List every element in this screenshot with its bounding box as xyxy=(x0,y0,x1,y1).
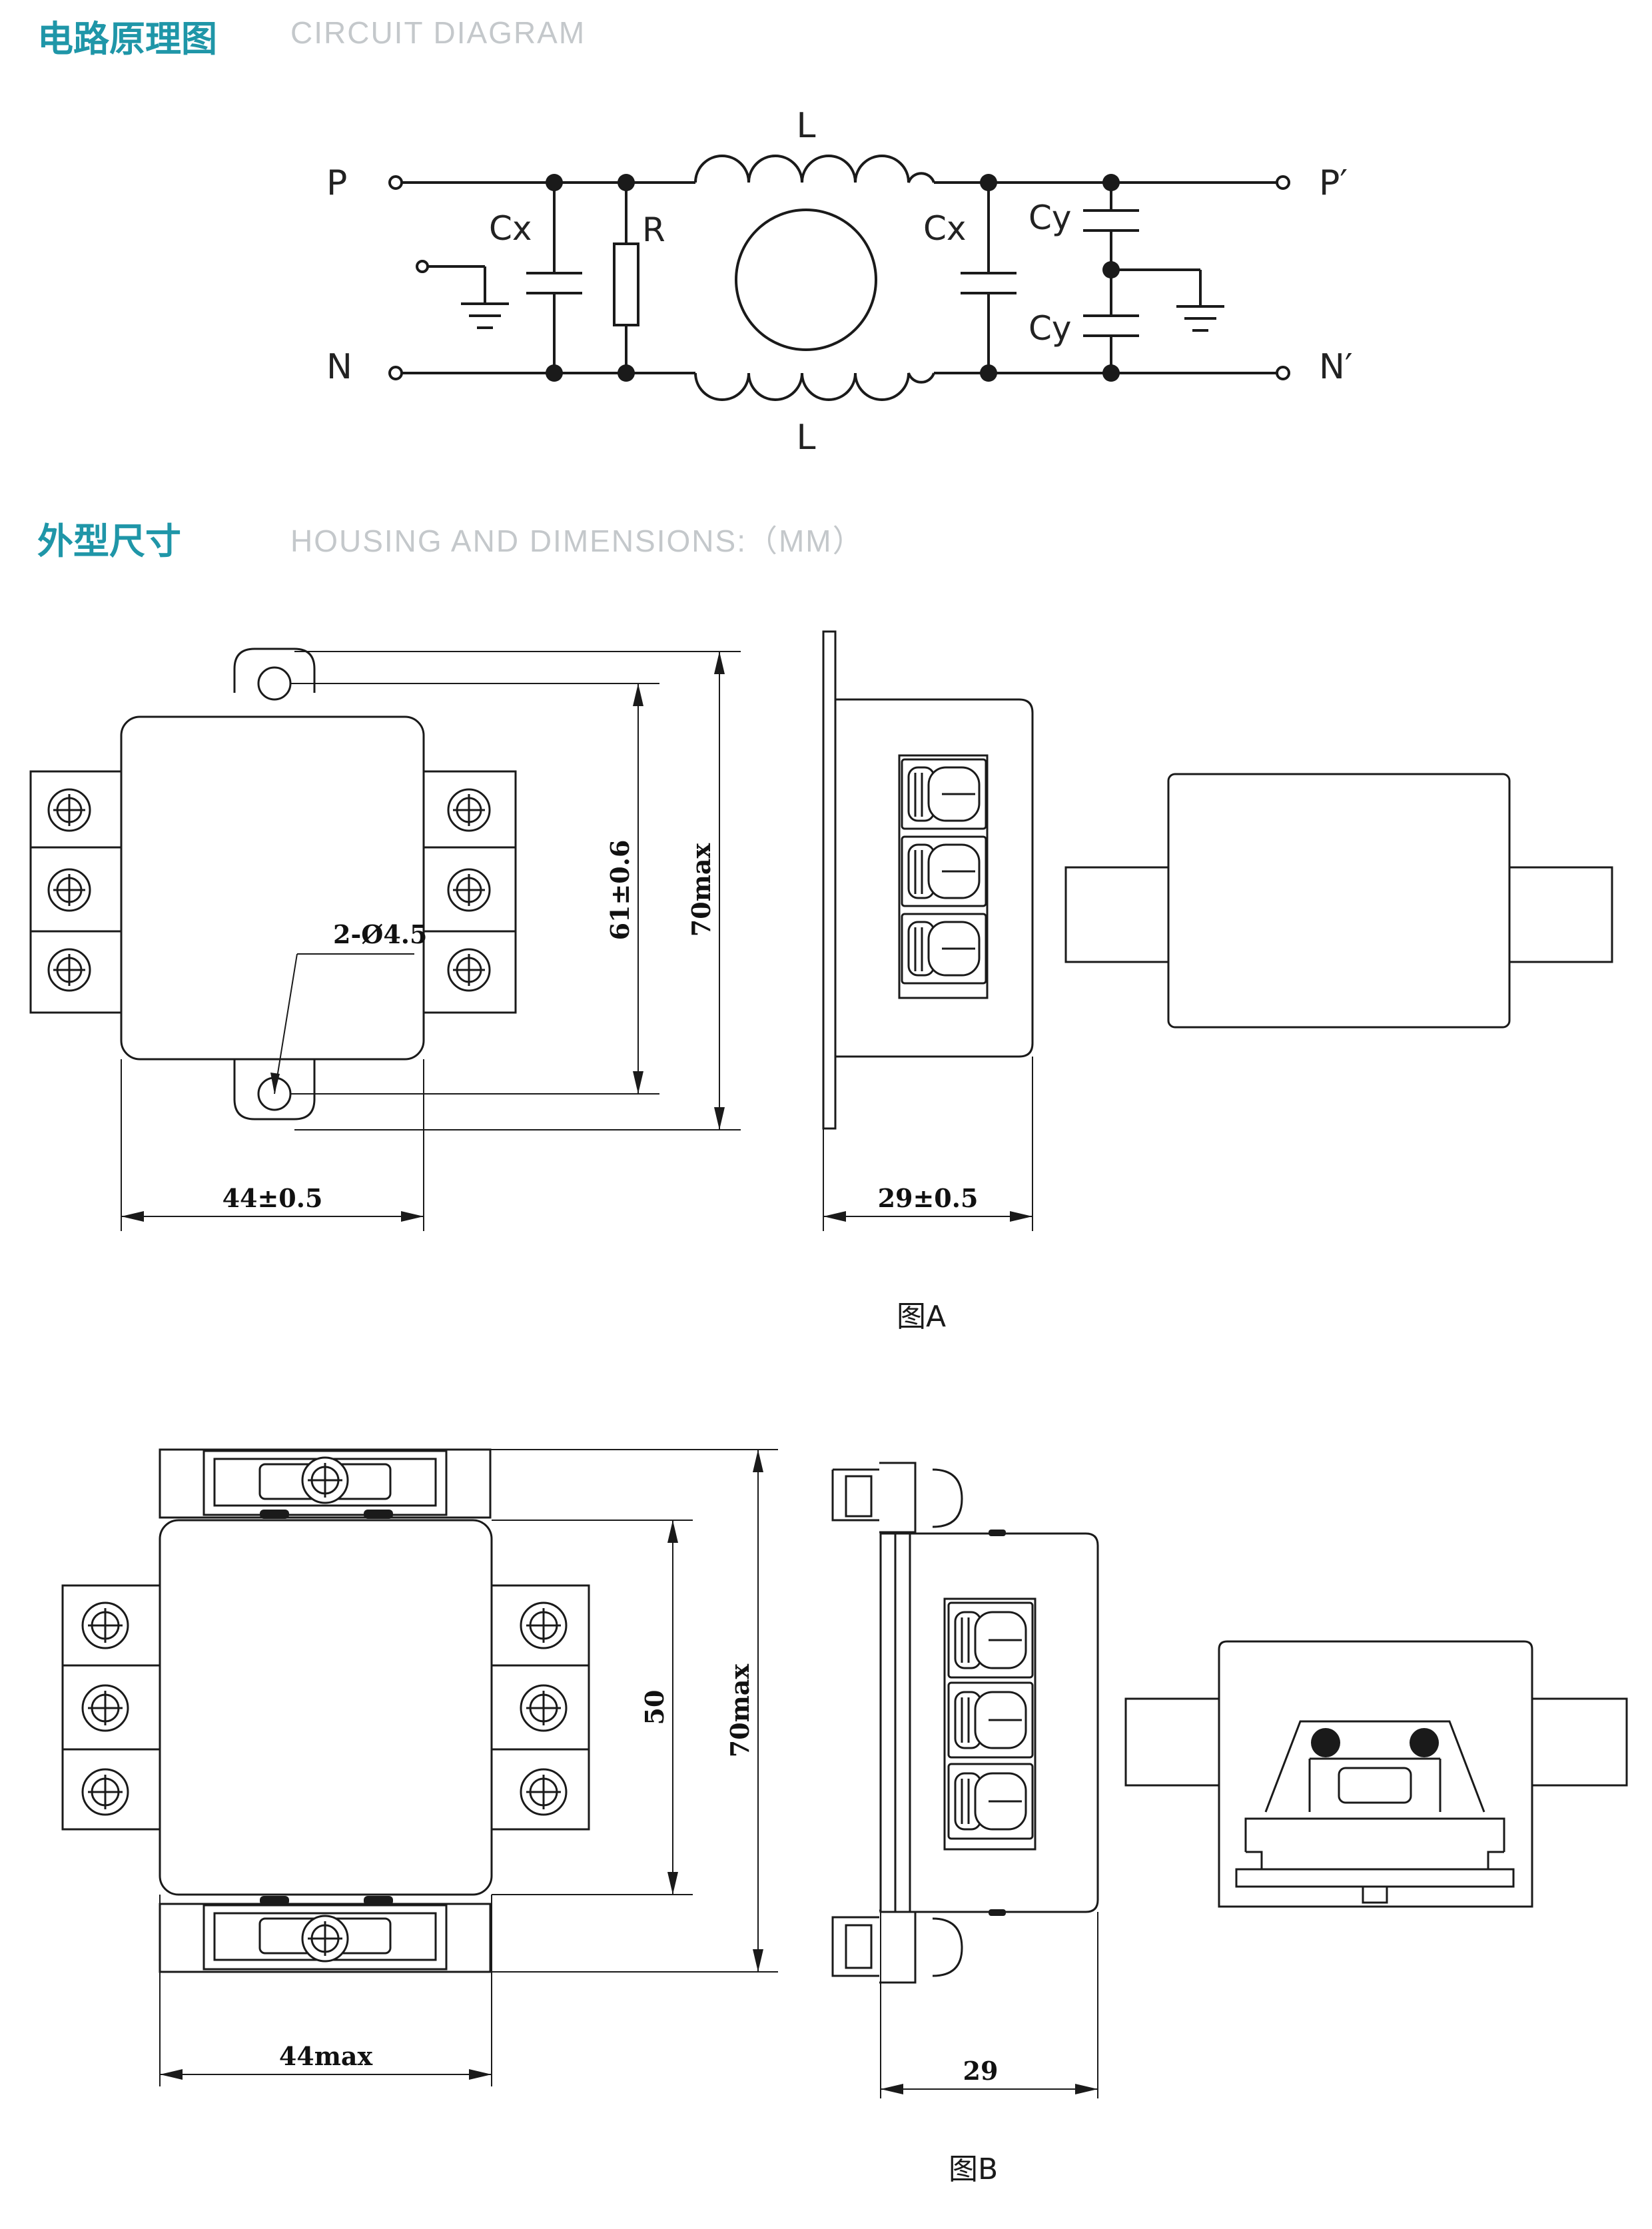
dim-height: 70max xyxy=(686,843,716,937)
section-title-cn: 外型尺寸 xyxy=(37,520,181,562)
terminal-p-label: P xyxy=(326,163,347,203)
figure-b-drawing: 50 70max 44max 29 xyxy=(61,1448,1628,2098)
cx-left-label: Cx xyxy=(489,209,532,248)
section-title-en: CIRCUIT DIAGRAM xyxy=(290,15,586,50)
dim-body: 50 xyxy=(639,1690,669,1725)
section-title-en: HOUSING AND DIMENSIONS:（MM） xyxy=(290,524,865,558)
section-header-circuit: 电路原理图 CIRCUIT DIAGRAM xyxy=(0,9,1652,76)
figure-b-caption: 图B xyxy=(949,2152,999,2186)
inductor-bottom-label: L xyxy=(797,418,816,458)
section-header-housing: 外型尺寸 HOUSING AND DIMENSIONS:（MM） xyxy=(0,512,1652,578)
figure-a-drawing: 2-Ø4.5 61±0.6 70max 44±0.5 29±0.5 xyxy=(29,630,1613,1231)
figure-a-caption: 图A xyxy=(897,1300,947,1334)
cy-top-label: Cy xyxy=(1029,199,1072,237)
hole-label: 2-Ø4.5 xyxy=(333,919,427,949)
section-title-cn: 电路原理图 xyxy=(37,18,217,60)
cx-right-label: Cx xyxy=(923,209,967,248)
terminal-p-out-label: P′ xyxy=(1319,163,1348,203)
resistor-label: R xyxy=(642,211,665,249)
dim-width: 44±0.5 xyxy=(222,1183,323,1213)
circuit-diagram: P N P′ N′ L L Cx R Cx Cy Cy xyxy=(326,106,1353,458)
dim-hole-pitch: 61±0.6 xyxy=(605,840,635,941)
inductor-top-label: L xyxy=(797,106,816,146)
terminal-n-out-label: N′ xyxy=(1319,347,1353,387)
dim-width: 44max xyxy=(279,2041,373,2071)
dim-depth: 29 xyxy=(963,2056,999,2086)
cy-bottom-label: Cy xyxy=(1029,309,1072,348)
dim-depth: 29±0.5 xyxy=(878,1183,979,1213)
terminal-n-label: N xyxy=(326,347,352,387)
dim-height: 70max xyxy=(725,1663,755,1757)
